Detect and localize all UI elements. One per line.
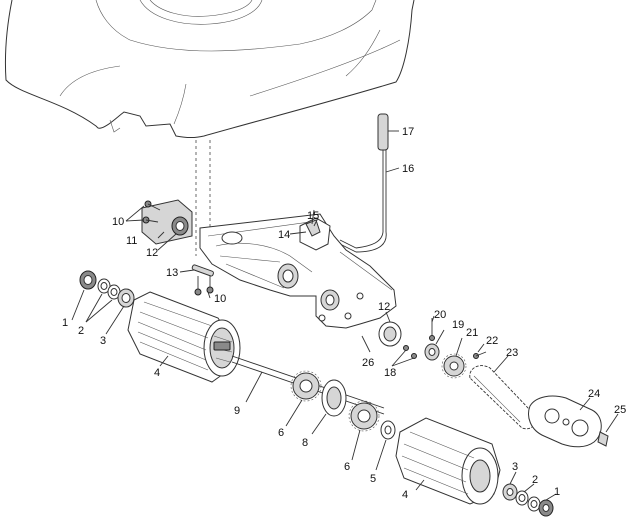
right-bearing-set: [502, 483, 554, 517]
chain-cover: [528, 395, 609, 448]
mower-deck-housing: [4, 0, 415, 138]
callout-23: 23: [506, 347, 518, 359]
rear-roller-left: [127, 291, 241, 383]
callout-1-left: 1: [62, 317, 68, 329]
callout-22: 22: [486, 335, 498, 347]
callout-20: 20: [434, 309, 446, 321]
screws-and-pin: [191, 264, 214, 296]
callout-11: 11: [126, 235, 137, 247]
idler-assembly: [378, 318, 487, 379]
callout-21: 21: [466, 327, 478, 339]
callout-labels: 17 16 15 14 10 11 12 13 10 1 2 3 4 12 20…: [62, 126, 626, 501]
callout-16: 16: [402, 163, 414, 175]
small-clip: [305, 209, 321, 237]
callout-18: 18: [384, 367, 396, 379]
callout-26: 26: [362, 357, 374, 369]
callout-4-left: 4: [154, 367, 160, 379]
callout-17: 17: [402, 126, 414, 138]
callout-15: 15: [307, 210, 319, 222]
callout-5: 5: [370, 473, 376, 485]
callout-12-upper: 12: [146, 247, 158, 259]
callout-4-right: 4: [402, 489, 408, 501]
flange-disc: [321, 379, 347, 417]
callout-19: 19: [452, 319, 464, 331]
callout-3-right: 3: [512, 461, 518, 473]
callout-9: 9: [234, 405, 240, 417]
leader-lines: [71, 130, 619, 501]
callout-2-left: 2: [78, 325, 84, 337]
drive-chain: [469, 365, 536, 430]
callout-12-lower: 12: [378, 301, 390, 313]
callout-13: 13: [166, 267, 178, 279]
callout-6-lower: 6: [344, 461, 350, 473]
drive-gear-lower: [348, 400, 380, 432]
callout-3-left: 3: [100, 335, 106, 347]
mounting-bracket: [141, 199, 193, 245]
spacer-washer: [380, 420, 396, 440]
drive-gear-upper: [290, 370, 322, 402]
callout-10-upper: 10: [112, 216, 124, 228]
callout-24: 24: [588, 388, 600, 400]
callout-25: 25: [614, 404, 626, 416]
callout-8: 8: [302, 437, 308, 449]
adjuster-lever: [339, 113, 389, 253]
callout-14: 14: [278, 229, 290, 241]
callout-1-right: 1: [554, 486, 560, 498]
callout-2-right: 2: [532, 474, 538, 486]
callout-6-upper: 6: [278, 427, 284, 439]
left-bearing-set: [79, 270, 135, 308]
side-frame-plate: [199, 213, 397, 329]
callout-10-lower: 10: [214, 293, 226, 305]
rear-roller-right: [395, 417, 501, 505]
